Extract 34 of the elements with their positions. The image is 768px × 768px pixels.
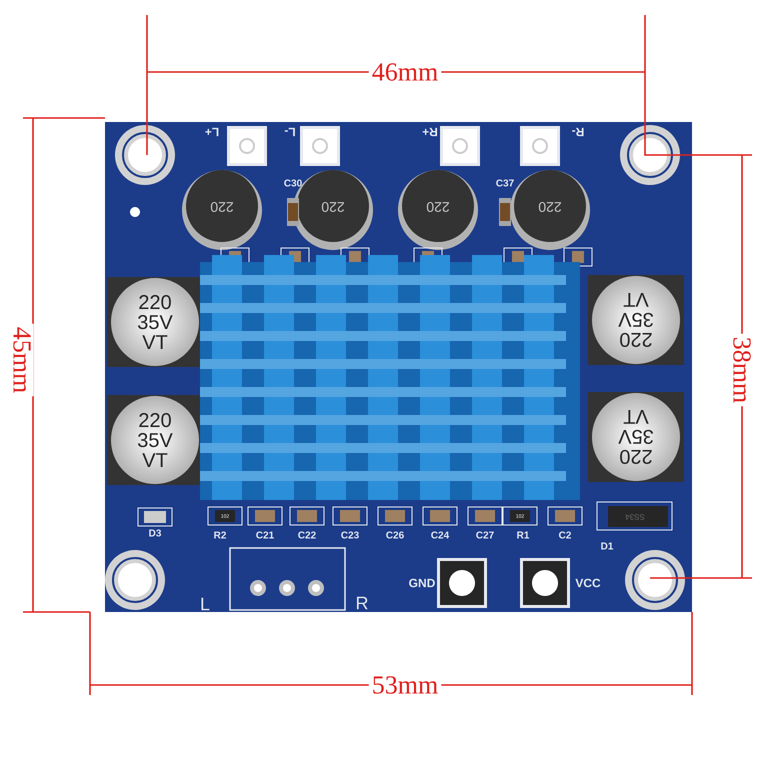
silkscreen-label: L-	[284, 128, 295, 136]
component-marking: 220 35V VT	[138, 295, 173, 349]
silkscreen-label: R-	[572, 128, 584, 136]
dimension-label: 53mm	[368, 673, 442, 697]
component-marking: 220 35V VT	[618, 410, 654, 464]
dimension-label: 46mm	[368, 60, 442, 84]
silkscreen-label: L	[201, 598, 210, 610]
component-marking: 220 35V VT	[618, 293, 654, 347]
component-marking: 220	[322, 202, 344, 212]
dimension-label: 45mm	[10, 324, 34, 396]
dimension-label: 38mm	[730, 334, 754, 406]
silkscreen-label: C27	[476, 531, 494, 539]
silkscreen-label: C30	[284, 179, 302, 187]
silkscreen-label: L+	[205, 128, 218, 136]
component-marking: SS34	[625, 514, 644, 520]
component-marking: 220 35V VT	[138, 413, 173, 467]
silkscreen-label: R+	[422, 128, 438, 136]
silkscreen-label: C37	[496, 179, 514, 187]
silkscreen-label: C2	[559, 531, 571, 539]
silkscreen-label: R2	[214, 532, 226, 538]
silkscreen-label: C21	[256, 531, 274, 539]
silkscreen-label: R	[356, 596, 368, 610]
silkscreen-label: C23	[341, 531, 359, 539]
silkscreen-label: C26	[386, 531, 404, 539]
silkscreen-label: C22	[298, 531, 316, 539]
silkscreen-label: D1	[601, 542, 614, 550]
component-marking: 220	[538, 202, 561, 212]
silkscreen-label: C24	[431, 531, 450, 539]
silkscreen-label: D3	[149, 529, 162, 537]
component-marking: 220	[210, 202, 233, 212]
silkscreen-label: GND	[409, 578, 435, 588]
silkscreen-label: R1	[517, 532, 530, 538]
silkscreen-label: VCC	[575, 578, 600, 588]
component-marking: 220	[426, 202, 449, 212]
